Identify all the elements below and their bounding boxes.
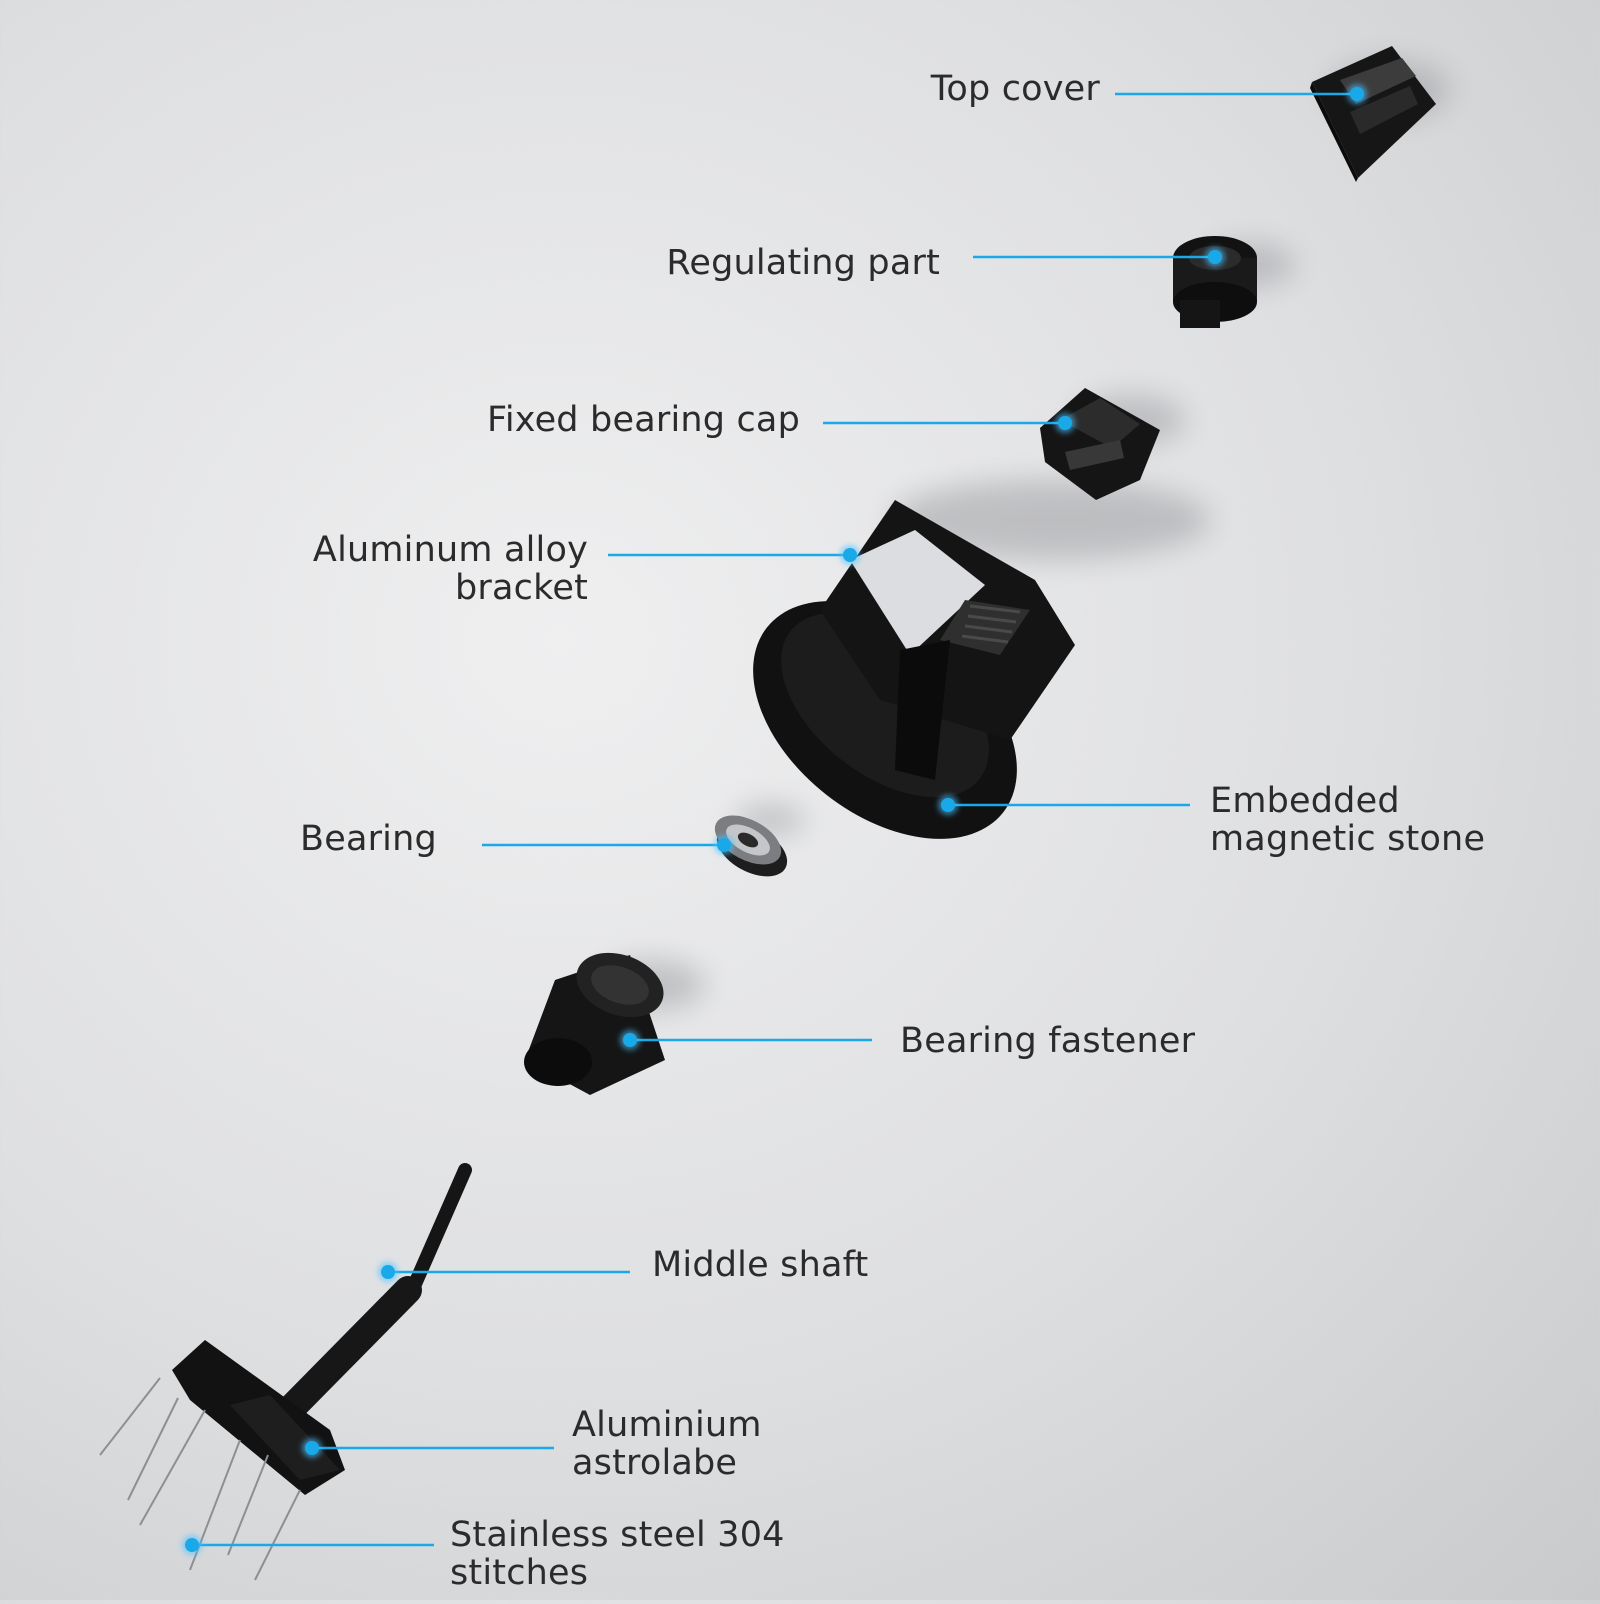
label-middle-shaft: Middle shaft	[652, 1245, 869, 1285]
label-stainless-steel-stitches: Stainless steel 304 stitches	[450, 1515, 785, 1593]
middle-shaft-part	[254, 1163, 472, 1444]
label-embedded-magnetic-stone: Embedded magnetic stone	[1210, 781, 1486, 859]
label-aluminum-alloy-bracket: Aluminum alloy bracket	[312, 530, 588, 608]
label-top-cover: Top cover	[930, 69, 1100, 109]
aluminium-astrolabe-part	[172, 1340, 345, 1495]
bearing-fastener-part	[524, 952, 665, 1095]
aluminum-alloy-bracket-part	[753, 500, 1075, 839]
leader-lines	[192, 92, 1357, 1547]
label-aluminium-astrolabe: Aluminium astrolabe	[572, 1405, 762, 1483]
callout-dots	[182, 84, 1367, 1555]
label-bearing: Bearing	[300, 819, 437, 859]
bearing-part	[714, 815, 788, 877]
label-bearing-fastener: Bearing fastener	[900, 1021, 1196, 1061]
regulating-part-component	[1173, 236, 1257, 328]
label-fixed-bearing-cap: Fixed bearing cap	[487, 400, 800, 440]
label-regulating-part: Regulating part	[666, 243, 940, 283]
part-shadows	[595, 60, 1450, 1010]
